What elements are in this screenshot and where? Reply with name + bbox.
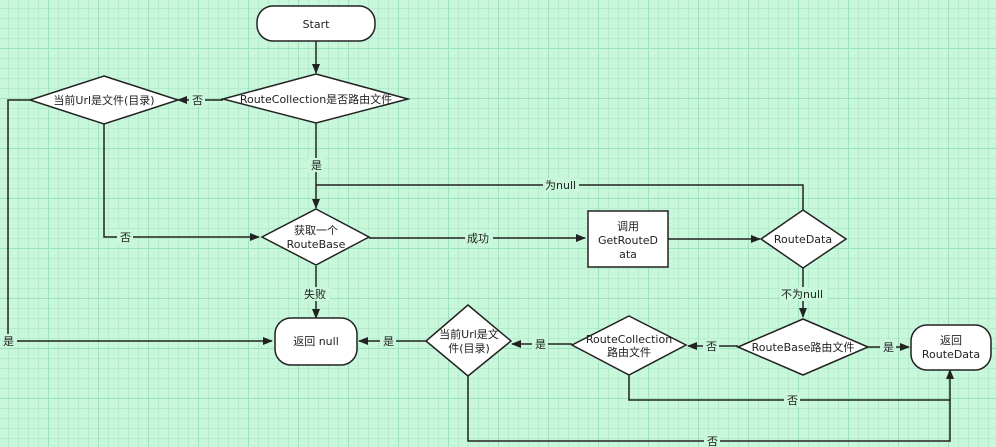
node-url-is-file-1: 当前Url是文件(目录) (27, 75, 181, 125)
node-route-collection-check-label: RouteCollection是否路由文件 (240, 92, 392, 106)
edge-label-no-1: 否 (192, 94, 203, 107)
edge-url-file-to-routebase (103, 124, 260, 241)
node-get-routebase-line1: 获取一个 (294, 224, 338, 237)
edge-labels: 否 是 否 为null 成功 失败 不为null 是 是 是 否 是 否 否 (1, 93, 896, 447)
node-routedata: RouteData (759, 209, 848, 269)
nodes: Start RouteCollection是否路由文件 当前Url是文件(目录)… (27, 5, 992, 377)
node-route-collection-2: RouteCollection 路由文件 (570, 315, 688, 376)
edge-label-no-4: 否 (787, 394, 798, 407)
node-call-getroutedata-line2: GetRouteD (598, 234, 658, 247)
edge-label-yes-4: 是 (883, 341, 894, 354)
node-call-getroutedata-line3: ata (619, 248, 637, 261)
node-return-null: 返回 null (274, 317, 358, 366)
node-url-is-file-1-label: 当前Url是文件(目录) (53, 93, 154, 107)
edge-label-is-null: 为null (545, 179, 576, 192)
node-route-collection-check: RouteCollection是否路由文件 (220, 73, 411, 124)
node-url-is-file-2-line2: 件(目录) (448, 342, 490, 355)
node-return-routedata: 返回 RouteData (910, 324, 992, 371)
node-start-label: Start (303, 18, 331, 31)
edge-label-yes-2: 是 (383, 335, 394, 348)
edge-routedata-null-loop (316, 184, 804, 210)
edge-label-no-2: 否 (120, 231, 131, 244)
edge-label-no-5: 否 (707, 435, 718, 447)
edge-url-file-to-null (7, 99, 273, 345)
node-return-routedata-line2: RouteData (922, 348, 980, 361)
node-routebase-file: RouteBase路由文件 (736, 318, 870, 376)
node-call-getroutedata-line1: 调用 (617, 220, 639, 233)
node-return-routedata-line1: 返回 (940, 334, 962, 347)
node-routedata-label: RouteData (774, 233, 832, 246)
edge-label-success: 成功 (467, 232, 489, 245)
node-get-routebase: 获取一个 RouteBase (260, 208, 371, 266)
node-route-collection-2-line2: 路由文件 (607, 345, 651, 359)
node-routebase-file-label: RouteBase路由文件 (752, 340, 855, 354)
node-route-collection-2-line1: RouteCollection (586, 333, 672, 346)
edge-url-file-2-to-return (467, 376, 951, 442)
node-start: Start (256, 5, 376, 42)
node-url-is-file-2: 当前Url是文 件(目录) (424, 304, 513, 377)
edge-label-yes-3: 是 (535, 338, 546, 351)
edge-label-not-null: 不为null (781, 288, 823, 301)
node-return-null-label: 返回 null (293, 335, 339, 348)
node-call-getroutedata: 调用 GetRouteD ata (587, 210, 669, 268)
edge-label-no-3: 否 (706, 340, 717, 353)
edge-label-yes-left: 是 (3, 335, 14, 348)
edge-label-fail: 失败 (304, 287, 326, 301)
edge-label-yes-1: 是 (311, 159, 322, 172)
node-get-routebase-line2: RouteBase (287, 238, 346, 251)
node-url-is-file-2-line1: 当前Url是文 (439, 327, 499, 341)
